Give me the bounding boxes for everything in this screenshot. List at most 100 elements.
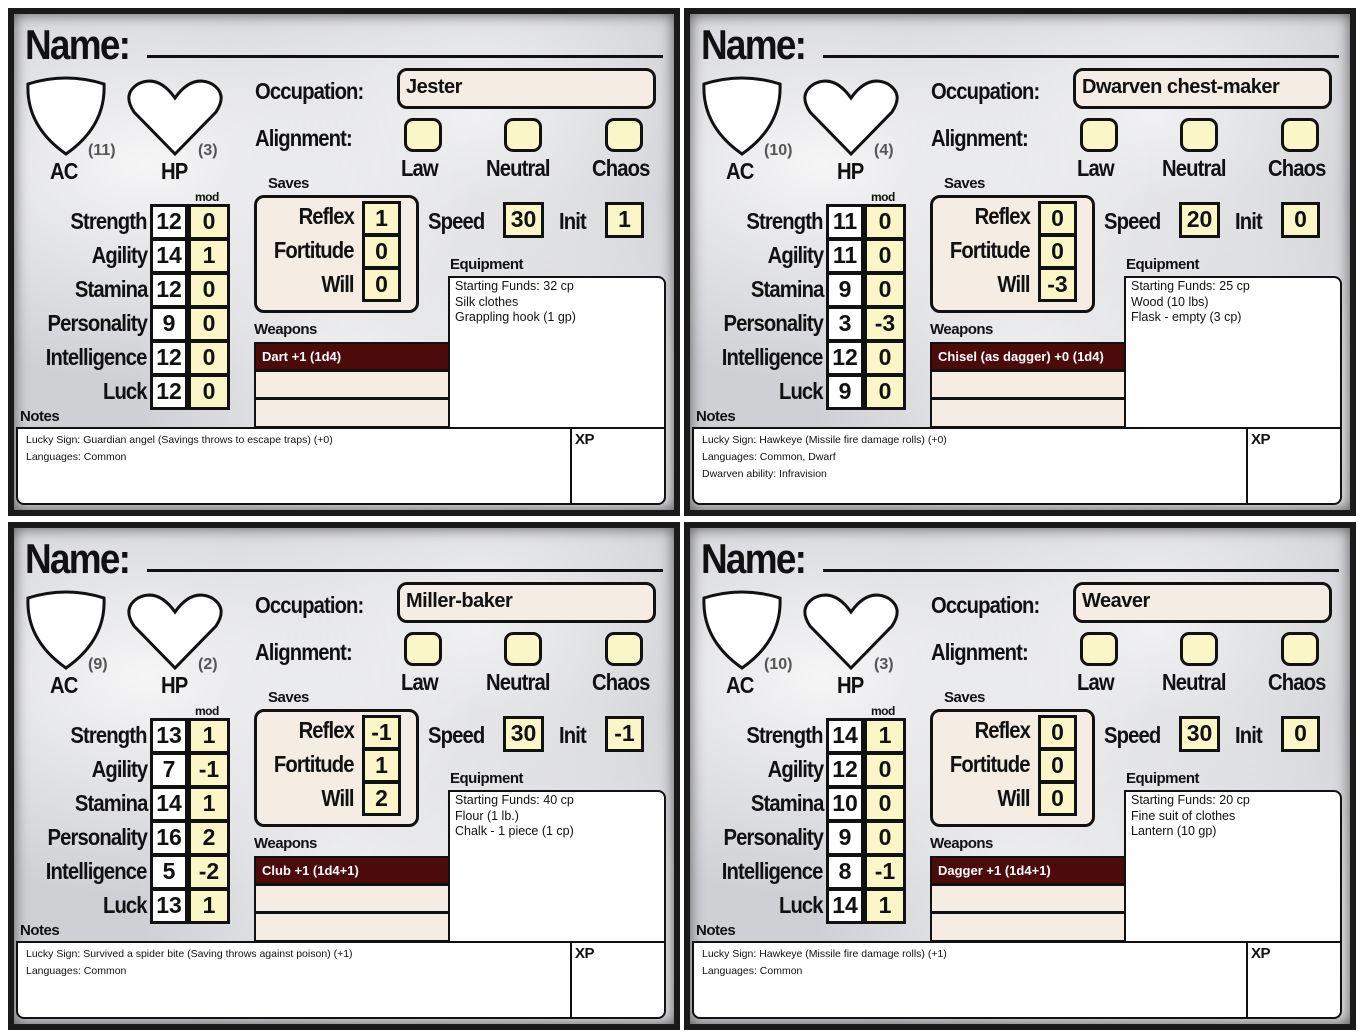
occupation-field[interactable]: Dwarven chest-maker bbox=[1073, 68, 1332, 109]
stat-mod: 0 bbox=[188, 340, 230, 376]
name-label: Name: bbox=[25, 535, 131, 582]
alignment-label-neutral: Neutral bbox=[1162, 669, 1226, 695]
stat-score: 11 bbox=[826, 204, 864, 240]
stat-score: 5 bbox=[150, 854, 188, 890]
equipment-label: Equipment bbox=[1126, 256, 1200, 273]
weapon-row[interactable] bbox=[254, 370, 450, 399]
stat-label: Intelligence bbox=[722, 858, 824, 884]
notes-box[interactable]: Lucky Sign: Survived a spider bite (Savi… bbox=[16, 941, 666, 1019]
notes-label: Notes bbox=[20, 922, 60, 939]
alignment-checkbox-neutral[interactable] bbox=[1180, 118, 1218, 152]
weapon-row[interactable] bbox=[930, 884, 1126, 913]
weapon-row[interactable]: Chisel (as dagger) +0 (1d4) bbox=[930, 342, 1126, 371]
stat-score: 12 bbox=[150, 374, 188, 410]
occupation-field[interactable]: Jester bbox=[397, 68, 656, 109]
stat-score: 12 bbox=[150, 204, 188, 240]
init-label: Init bbox=[1235, 722, 1263, 748]
stat-mod: 0 bbox=[188, 374, 230, 410]
occupation-field[interactable]: Weaver bbox=[1073, 582, 1332, 623]
weapon-row[interactable] bbox=[930, 398, 1126, 428]
save-value-reflex: 1 bbox=[362, 201, 401, 236]
stat-label: Strength bbox=[70, 722, 148, 748]
init-label: Init bbox=[559, 208, 587, 234]
stat-mod: 2 bbox=[188, 820, 230, 856]
save-label-will: Will bbox=[321, 271, 355, 297]
weapon-row[interactable]: Dagger +1 (1d4+1) bbox=[930, 856, 1126, 885]
occupation-label: Occupation: bbox=[255, 592, 364, 618]
notes-label: Notes bbox=[696, 922, 736, 939]
mod-label: mod bbox=[195, 190, 219, 204]
name-field[interactable] bbox=[154, 24, 659, 54]
save-value-fortitude: 0 bbox=[362, 234, 401, 269]
alignment-checkbox-chaos[interactable] bbox=[605, 632, 643, 666]
weapon-row[interactable] bbox=[254, 398, 450, 428]
stat-score: 14 bbox=[826, 718, 864, 754]
alignment-checkbox-chaos[interactable] bbox=[605, 118, 643, 152]
save-value-will: 0 bbox=[362, 267, 401, 302]
weapon-row[interactable]: Club +1 (1d4+1) bbox=[254, 856, 450, 885]
stat-score: 12 bbox=[826, 340, 864, 376]
stat-label: Agility bbox=[767, 242, 824, 268]
alignment-checkbox-neutral[interactable] bbox=[1180, 632, 1218, 666]
equipment-item: Flask - empty (3 cp) bbox=[1131, 310, 1242, 324]
save-label-will: Will bbox=[321, 785, 355, 811]
ac-value: (9) bbox=[88, 656, 108, 673]
alignment-label-law: Law bbox=[401, 155, 439, 181]
save-label-fortitude: Fortitude bbox=[274, 751, 355, 777]
stat-score: 11 bbox=[826, 238, 864, 274]
stat-score: 7 bbox=[150, 752, 188, 788]
notes-box[interactable]: Lucky Sign: Hawkeye (Missile fire damage… bbox=[692, 427, 1342, 505]
hp-label: HP bbox=[161, 672, 188, 698]
stat-label: Strength bbox=[746, 722, 824, 748]
weapon-row[interactable]: Dart +1 (1d4) bbox=[254, 342, 450, 371]
stat-label: Luck bbox=[779, 378, 824, 404]
stat-score: 13 bbox=[150, 718, 188, 754]
alignment-checkbox-chaos[interactable] bbox=[1281, 118, 1319, 152]
stat-score: 12 bbox=[150, 340, 188, 376]
stat-score: 13 bbox=[150, 888, 188, 924]
note-line: Languages: Common bbox=[26, 451, 127, 463]
weapon-row[interactable] bbox=[254, 884, 450, 913]
speed-label: Speed bbox=[428, 722, 485, 748]
ac-value: (10) bbox=[764, 142, 793, 159]
occupation-field[interactable]: Miller-baker bbox=[397, 582, 656, 623]
equipment-item: Flour (1 lb.) bbox=[455, 808, 519, 823]
name-field[interactable] bbox=[830, 24, 1335, 54]
weapon-row[interactable] bbox=[254, 912, 450, 942]
note-line: Languages: Common bbox=[702, 965, 803, 977]
weapon-row[interactable] bbox=[930, 370, 1126, 399]
alignment-checkbox-law[interactable] bbox=[1080, 118, 1118, 152]
alignment-checkbox-law[interactable] bbox=[404, 118, 442, 152]
alignment-checkbox-law[interactable] bbox=[1080, 632, 1118, 666]
stat-label: Agility bbox=[91, 242, 148, 268]
weapon-row[interactable] bbox=[930, 912, 1126, 942]
name-field[interactable] bbox=[830, 538, 1335, 568]
notes-box[interactable]: Lucky Sign: Hawkeye (Missile fire damage… bbox=[692, 941, 1342, 1019]
stat-label: Stamina bbox=[750, 790, 823, 816]
xp-label[interactable]: XP bbox=[1251, 431, 1271, 448]
stat-mod: 0 bbox=[188, 272, 230, 308]
stat-mod: 1 bbox=[188, 888, 230, 924]
stat-label: Intelligence bbox=[722, 344, 824, 370]
alignment-checkbox-law[interactable] bbox=[404, 632, 442, 666]
saves-label: Saves bbox=[944, 175, 985, 192]
xp-label[interactable]: XP bbox=[1251, 945, 1271, 962]
notes-box[interactable]: Lucky Sign: Guardian angel (Savings thro… bbox=[16, 427, 666, 505]
alignment-checkbox-neutral[interactable] bbox=[504, 118, 542, 152]
stat-mod: -3 bbox=[864, 306, 906, 342]
xp-label[interactable]: XP bbox=[575, 431, 595, 448]
stat-mod: 1 bbox=[864, 888, 906, 924]
hp-value: (3) bbox=[874, 656, 894, 673]
stat-label: Stamina bbox=[74, 790, 147, 816]
name-field[interactable] bbox=[154, 538, 659, 568]
save-label-will: Will bbox=[997, 271, 1031, 297]
alignment-checkbox-chaos[interactable] bbox=[1281, 632, 1319, 666]
stat-mod: 1 bbox=[864, 718, 906, 754]
alignment-checkbox-neutral[interactable] bbox=[504, 632, 542, 666]
xp-label[interactable]: XP bbox=[575, 945, 595, 962]
